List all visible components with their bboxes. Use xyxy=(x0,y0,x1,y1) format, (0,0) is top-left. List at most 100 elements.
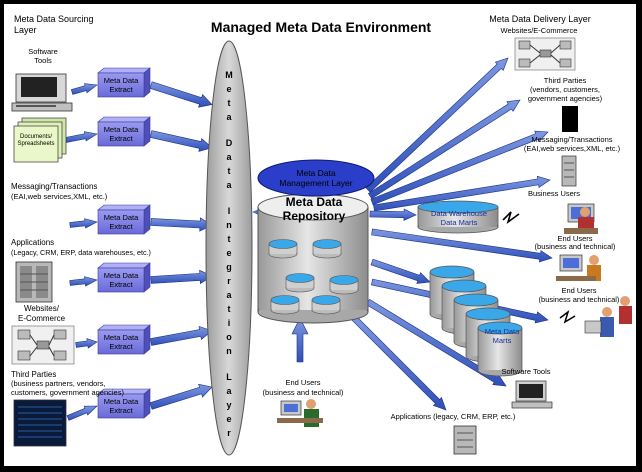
mart-cylinder xyxy=(477,321,523,377)
source-icons xyxy=(11,73,75,447)
repository-to-delivery-arrow xyxy=(370,258,431,284)
flow-arrows xyxy=(65,57,553,421)
end-user-icon-2 xyxy=(559,296,632,337)
target-third-parties-line3: government agencies) xyxy=(528,94,603,103)
target-messaging-line2: (EAI,web services,XML, etc.) xyxy=(524,144,621,153)
source-to-extract-arrow xyxy=(66,405,98,421)
repository-inner-cylinder xyxy=(311,295,341,315)
repository-inner-cylinder xyxy=(329,275,359,295)
extract-label-line2: Extract xyxy=(109,342,133,351)
extract-label-line2: Extract xyxy=(109,85,133,94)
source-messaging-line1: Messaging/Transactions xyxy=(11,182,97,191)
source-to-extract-arrow xyxy=(70,83,98,95)
applications-server-icon xyxy=(453,425,477,455)
source-software-line2: Tools xyxy=(34,56,52,65)
lightning-bolt-icon xyxy=(559,310,576,324)
source-messaging-line2: (EAI,web services,XML, etc.) xyxy=(11,192,108,201)
extract-label-line2: Extract xyxy=(109,406,133,415)
extract-label-line1: Meta Data xyxy=(104,333,139,342)
bottom-end-users-line1: End Users xyxy=(285,378,320,387)
extract-label-line2: Extract xyxy=(109,222,133,231)
repository-inner-cylinder xyxy=(268,239,298,259)
extract-to-integration-arrow xyxy=(150,325,213,346)
repository-to-delivery-arrow xyxy=(367,99,521,199)
source-to-extract-arrow xyxy=(69,276,98,287)
target-business-users-label: Business Users xyxy=(528,189,580,198)
diagram-title: Managed Meta Data Environment xyxy=(211,19,431,35)
meta-data-repository: Meta Data Repository xyxy=(257,193,369,324)
repository-label-line1: Meta Data xyxy=(286,195,343,209)
source-to-extract-arrow xyxy=(65,131,98,143)
delivery-network-icon xyxy=(514,37,576,71)
extract-label-line1: Meta Data xyxy=(104,397,139,406)
meta-data-marts-stack xyxy=(429,265,523,377)
repository-label-line2: Repository xyxy=(283,209,346,223)
source-software-line1: Software xyxy=(28,47,58,56)
end-users-to-repository-arrow xyxy=(291,317,309,363)
source-to-extract-arrow xyxy=(75,338,98,349)
data-warehouse-label-line2: Data Marts xyxy=(441,218,478,227)
repository-to-delivery-arrow xyxy=(351,315,447,411)
software-tools-computer-icon xyxy=(511,380,553,409)
target-messaging-line1: Messaging/Transactions xyxy=(531,135,612,144)
extract-to-integration-arrow xyxy=(149,130,213,152)
target-software-tools-label: Software Tools xyxy=(501,367,550,376)
source-websites-line1: Websites/ xyxy=(24,304,60,313)
extract-label-line2: Extract xyxy=(109,134,133,143)
computer-icon xyxy=(11,73,73,112)
source-applications-line2: (Legacy, CRM, ERP, data warehouses, etc.… xyxy=(11,248,151,257)
network-icon xyxy=(11,325,75,365)
management-layer-label-line1: Meta Data xyxy=(296,168,335,178)
bottom-end-users-line2: (business and technical) xyxy=(263,388,344,397)
repository-inner-cylinder xyxy=(285,273,315,293)
extract-to-integration-arrow xyxy=(149,383,213,410)
sourcing-layer-label-line1: Meta Data Sourcing xyxy=(14,14,94,24)
source-third-parties-line2: (business partners, vendors, xyxy=(11,379,106,388)
management-layer-oval xyxy=(257,159,375,197)
extract-label-line1: Meta Data xyxy=(104,76,139,85)
source-third-parties-line1: Third Parties xyxy=(11,370,56,379)
extract-label-line1: Meta Data xyxy=(104,271,139,280)
repository-to-delivery-arrow xyxy=(369,208,417,221)
source-applications-line1: Applications xyxy=(11,238,54,247)
data-warehouse-cylinder: Data Warehouse Data Marts xyxy=(417,200,499,234)
target-third-parties-line2: (vendors, customers, xyxy=(530,85,600,94)
source-documents-line2: Spreadsheets xyxy=(17,141,54,147)
source-labels: Software Tools Documents/ Spreadsheets M… xyxy=(11,47,151,397)
repository-to-delivery-arrow xyxy=(371,228,553,263)
terminal-screen-icon xyxy=(13,399,67,447)
documents-icon xyxy=(13,117,67,163)
business-user-icon xyxy=(564,203,598,234)
target-websites-label: Websites/E-Commerce xyxy=(501,26,578,35)
messaging-device-icon xyxy=(562,106,578,132)
repository-inner-cylinder xyxy=(312,239,342,259)
marts-label-line2: Marts xyxy=(493,336,512,345)
target-end-users-1-line1: End Users xyxy=(557,234,592,243)
end-user-icon-1 xyxy=(556,254,601,281)
repository-inner-cylinder xyxy=(270,295,300,315)
extract-label-line2: Extract xyxy=(109,280,133,289)
integration-layer-ellipse xyxy=(205,40,253,456)
repository-to-delivery-arrow xyxy=(373,175,551,212)
extract-to-integration-arrow xyxy=(149,81,213,108)
source-third-parties-line3: customers, government agencies) xyxy=(11,388,124,397)
management-layer-label-line2: Management Layer xyxy=(279,178,352,188)
business-server-icon xyxy=(561,155,577,187)
extract-label-line1: Meta Data xyxy=(104,125,139,134)
target-end-users-1-line2: (business and technical) xyxy=(535,242,616,251)
source-websites-line2: E-Commerce xyxy=(18,314,66,323)
delivery-layer-label: Meta Data Delivery Layer xyxy=(489,14,591,24)
target-applications-label: Applications (legacy, CRM, ERP, etc.) xyxy=(391,412,516,421)
target-end-users-2-line1: End Users xyxy=(561,286,596,295)
server-icon xyxy=(15,261,53,303)
target-third-parties-line1: Third Parties xyxy=(544,76,587,85)
target-end-users-2-line2: (business and technical) xyxy=(539,295,620,304)
sourcing-layer-label-line2: Layer xyxy=(14,25,37,35)
